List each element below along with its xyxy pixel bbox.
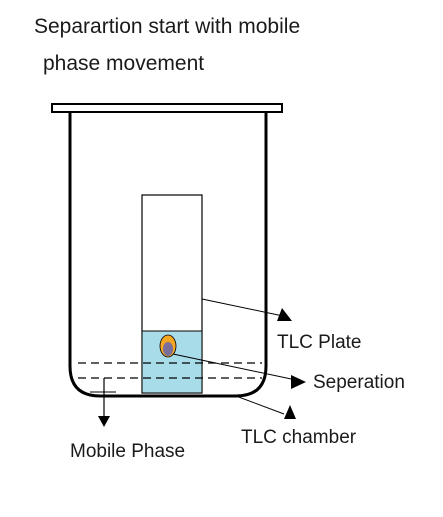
label-tlc-plate: TLC Plate [277, 332, 362, 353]
seperation-pointer [172, 353, 297, 381]
label-seperation: Seperation [313, 372, 405, 393]
separation-spot-inner [163, 342, 173, 356]
mobile-phase-arrowhead [98, 416, 110, 427]
chamber-lid [51, 103, 283, 113]
seperation-arrowhead [291, 375, 306, 389]
tlc-plate-pointer [201, 298, 284, 317]
title-line-1: Separartion start with mobile [34, 15, 301, 38]
tlc-chamber-wall [68, 112, 268, 398]
title-line-2: phase movement [43, 52, 205, 75]
label-mobile-phase: Mobile Phase [70, 441, 186, 462]
tlc-plate-arrowhead [277, 308, 292, 321]
label-tlc-chamber: TLC chamber [241, 427, 357, 448]
tlc-chamber-pointer [235, 395, 285, 415]
tlc-chamber-arrowhead [284, 405, 296, 419]
